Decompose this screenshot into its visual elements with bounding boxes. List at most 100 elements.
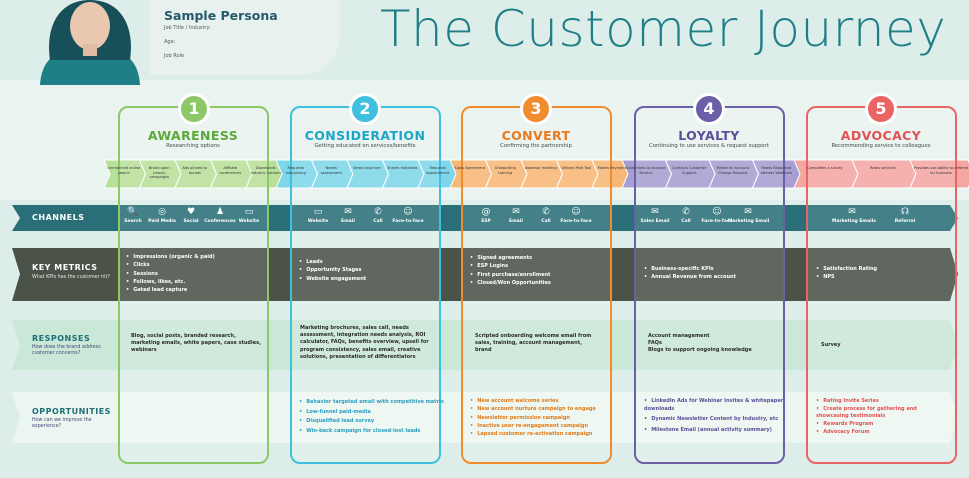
- opportunities-loyalty: LinkedIn Ads for Webinar Invites & white…: [644, 398, 794, 434]
- channel-label: Marketing Email: [728, 219, 770, 224]
- opportunity-item: Create process for gathering and showcas…: [816, 406, 951, 421]
- responses-consideration: Marketing brochures, sales call, needs a…: [300, 325, 429, 360]
- channel-sales-email: ✉Sales Email: [635, 207, 675, 224]
- channel-label: Conferences: [204, 219, 236, 224]
- response-item: FAQs: [648, 340, 662, 347]
- responses-label: RESPONSES: [32, 334, 91, 343]
- journey-step-label: Downloads Industry Content: [250, 166, 281, 175]
- journey-step-label: Contacts Customer Support: [672, 166, 707, 175]
- marketing-email-icon: ✉: [744, 207, 752, 217]
- persona-avatar: [40, 0, 140, 85]
- journey-step-label: Makes an Account Change Request: [716, 166, 750, 175]
- channel-label: Face-to-face: [392, 219, 424, 224]
- metric-item: Signed agreements: [470, 254, 551, 262]
- metric-item: Leads: [299, 258, 366, 266]
- stage-number-5: 5: [865, 93, 897, 125]
- opportunities-consideration: Behavior targeted email with competitive…: [299, 398, 444, 436]
- channels-band: [12, 205, 958, 231]
- channel-label: Call: [541, 219, 551, 224]
- metrics-consideration: Leads Opportunity Stages Website engagem…: [299, 258, 366, 283]
- metric-item: ESP Logins: [470, 262, 551, 270]
- metric-item: Clicks: [126, 261, 215, 269]
- opportunity-item: Win-back campaign for closed-lost leads: [299, 427, 444, 437]
- metric-item: Satisfaction Rating: [816, 265, 877, 273]
- response-item: Blogs to support ongoing knowledge: [648, 347, 752, 354]
- journey-step-label: Unmatched online search: [107, 166, 141, 175]
- metrics-convert: Signed agreements ESP Logins First purch…: [470, 254, 551, 287]
- channel-label: Search: [124, 219, 142, 224]
- channel-call: ✆ Call: [526, 207, 566, 224]
- channel-paid-media: ◎Paid Media: [142, 207, 182, 224]
- journey-step-label: Provides use-ability as referral for bus…: [913, 166, 969, 175]
- sales-email-icon: ✉: [651, 207, 659, 217]
- opportunity-item: New account nurture campaign to engage: [470, 405, 596, 413]
- call-icon: ✆: [374, 207, 382, 217]
- channel-face-to-face: ☺Face-to-face: [556, 207, 596, 224]
- marketing-email-icon: ✉: [848, 207, 856, 217]
- stage-desc-convert: Confirming the partnership: [500, 143, 572, 149]
- journey-step-label: Shares materials: [387, 166, 418, 170]
- channel-label: Email: [509, 219, 523, 224]
- opportunity-item: LinkedIn Ads for Webinar Invites & white…: [644, 398, 794, 413]
- journey-step-label: Affiliate conferences: [219, 166, 242, 175]
- channel-marketing-email: ✉ Marketing Email: [728, 207, 770, 224]
- stage-desc-advocacy: Recommending service to colleagues: [831, 143, 931, 149]
- stage-desc-awareness: Researching options: [166, 143, 220, 149]
- persona-job-title: Job Title / Industry:: [164, 25, 211, 31]
- journey-step-label: Needs assessment: [320, 166, 342, 175]
- metric-item: Impressions (organic & paid): [126, 253, 215, 261]
- channel-call: ✆ Call: [666, 207, 706, 224]
- channel-face-to-face: ☺Face-to-face: [388, 207, 428, 224]
- face-to-face-icon: ☺: [712, 207, 722, 217]
- channel-label: Email: [341, 219, 355, 224]
- call-icon: ✆: [682, 207, 690, 217]
- opportunity-item: Rating Invite Series: [816, 398, 951, 406]
- stage-desc-loyalty: Continuing to use services & request sup…: [649, 143, 769, 149]
- paid-media-icon: ◎: [158, 207, 166, 217]
- opportunities-convert: New account welcome series New account n…: [470, 397, 596, 438]
- opportunities-advocacy: Rating Invite Series Create process for …: [816, 398, 951, 437]
- metrics-advocacy: Satisfaction Rating NPS: [816, 265, 877, 282]
- stage-name-loyalty: LOYALTY: [678, 128, 740, 143]
- metric-item: Business-specific KPIs: [644, 265, 736, 273]
- channel-label: ESP: [481, 219, 491, 224]
- channel-call: ✆Call: [358, 207, 398, 224]
- channel-label: Website: [238, 219, 260, 224]
- journey-step-label: Ads pinned to socials: [182, 166, 208, 175]
- channel-face-to-face: ☺Face-to-face: [697, 207, 737, 224]
- metric-item: Sessions: [126, 270, 215, 278]
- channel-social: ♥Social: [171, 207, 211, 224]
- page-title: The Customer Journey: [380, 0, 947, 58]
- channel-label: Marketing Emails: [832, 219, 876, 224]
- email-icon: ✉: [512, 207, 520, 217]
- responses-sub: How does the brand address customer conc…: [32, 345, 101, 356]
- opportunity-item: Milestone Email (annual activity summary…: [644, 427, 794, 435]
- metric-item: Annual Revenue from account: [644, 273, 736, 281]
- persona-age: Age:: [164, 39, 176, 45]
- channel-conferences: ♟Conferences: [200, 207, 240, 224]
- journey-step-label: Requests Appointment: [426, 166, 450, 175]
- opportunity-item: Disqualified lead survey: [299, 417, 444, 427]
- opportunity-item: Rewards Program: [816, 421, 951, 429]
- metric-item: NPS: [816, 273, 877, 281]
- channel-marketing-emails: ✉ Marketing Emails: [832, 207, 876, 224]
- metrics-loyalty: Business-specific KPIs Annual Revenue fr…: [644, 265, 736, 282]
- responses-advocacy: Survey: [821, 342, 841, 348]
- opportunity-item: Low-funnel paid-media: [299, 408, 444, 418]
- website-icon: ▭: [313, 207, 323, 217]
- opportunity-item: Behavior targeted email with competitive…: [299, 398, 444, 408]
- website-icon: ▭: [244, 207, 254, 217]
- opportunity-item: Advocacy Forum: [816, 429, 951, 437]
- journey-step-label: Rates services: [869, 166, 896, 170]
- social-icon: ♥: [186, 207, 196, 217]
- channel-label: Call: [681, 219, 691, 224]
- call-icon: ✆: [542, 207, 550, 217]
- metric-item: First purchase/enrollment: [470, 271, 551, 279]
- opportunity-item: Inactive user re-engagement campaign: [470, 422, 596, 430]
- step-arrow-advocacy: [909, 159, 969, 189]
- metrics-label: KEY METRICS: [32, 263, 98, 272]
- persona-card: [150, 0, 340, 75]
- journey-step-label: Signs Agreement: [454, 166, 486, 170]
- journey-step-label: Makes Payment: [597, 166, 626, 170]
- channel-label: Referral: [894, 219, 916, 224]
